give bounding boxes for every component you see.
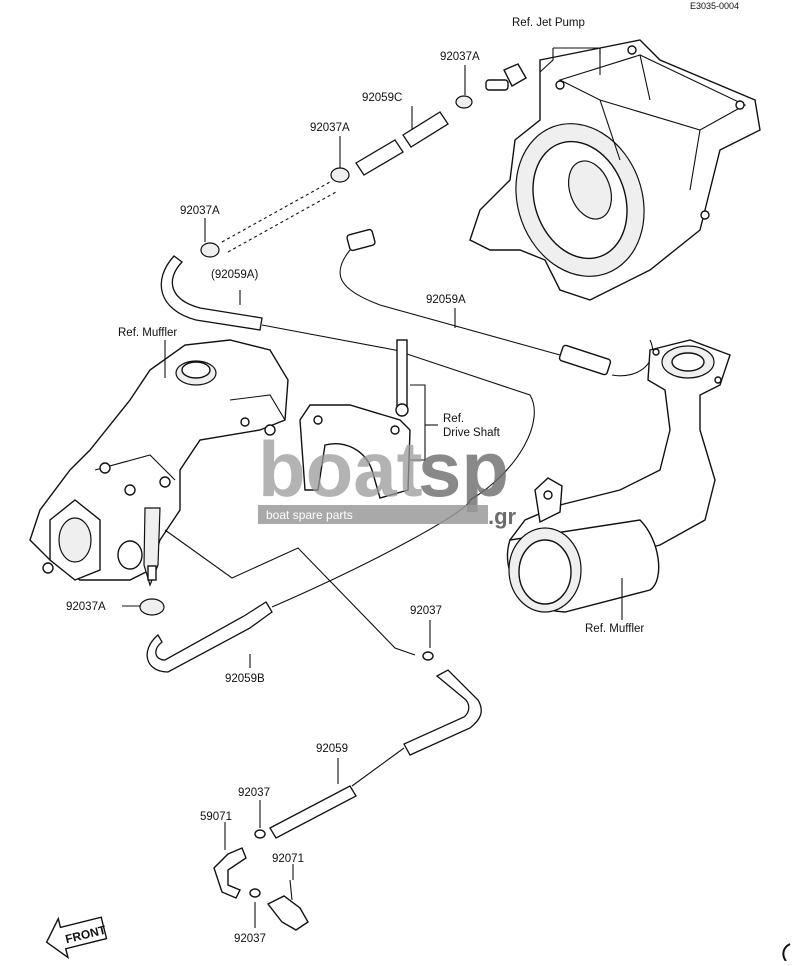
watermark-tagline: boat spare parts <box>266 508 353 522</box>
drive-shaft-bracket <box>299 339 438 499</box>
clamp-icon <box>249 888 261 898</box>
lower-hose-chain <box>139 499 482 931</box>
label-92071: 92071 <box>272 853 304 865</box>
upper-hose-chain <box>160 95 654 501</box>
diagram-code: E3035-0004 <box>690 1 739 11</box>
label-92037A: 92037A <box>66 601 106 613</box>
jet-pump-drawing <box>469 39 761 301</box>
label-92037A: 92037A <box>310 122 350 134</box>
label-92037: 92037 <box>410 605 442 617</box>
leader-lines <box>122 47 623 928</box>
watermark-sp: sp <box>418 425 509 513</box>
watermark-main: boat <box>258 425 423 513</box>
label-92037A: 92037A <box>440 51 480 63</box>
watermark-tag-bar <box>258 505 488 524</box>
clamp-icon <box>139 598 165 616</box>
label-92059B: 92059B <box>225 673 265 685</box>
label-92037A: 92037A <box>180 205 220 217</box>
watermark-gr: .gr <box>488 504 517 529</box>
label-ref-muffler-right: Ref. Muffler <box>585 623 644 635</box>
watermark: boat sp .gr boat spare parts <box>258 425 517 529</box>
label-92059A-paren: (92059A) <box>211 269 258 281</box>
label-drive-shaft: Drive Shaft <box>443 427 501 439</box>
part-labels: Ref. Jet Pump 92037A 92059C 92037A 92037… <box>66 17 644 945</box>
label-92059: 92059 <box>316 743 348 755</box>
clamp-icon <box>200 242 220 258</box>
clamp-icon <box>254 829 266 839</box>
clamp-icon <box>422 651 434 661</box>
right-muffler-drawing <box>506 339 731 613</box>
label-ref-jet-pump: Ref. Jet Pump <box>512 17 585 29</box>
label-ref-muffler-left: Ref. Muffler <box>118 327 177 339</box>
label-92037: 92037 <box>238 787 270 799</box>
label-92059A: 92059A <box>426 294 466 306</box>
label-92037: 92037 <box>234 933 266 945</box>
left-muffler-drawing <box>29 339 289 587</box>
label-ref-drive-shaft: Ref. <box>443 413 464 425</box>
elbow-fitting <box>485 63 527 91</box>
label-59071: 59071 <box>200 811 232 823</box>
front-arrow: FRONT <box>45 916 108 960</box>
clamp-icon <box>455 95 473 109</box>
clamp-icon <box>330 167 350 183</box>
label-92059C: 92059C <box>362 92 402 104</box>
